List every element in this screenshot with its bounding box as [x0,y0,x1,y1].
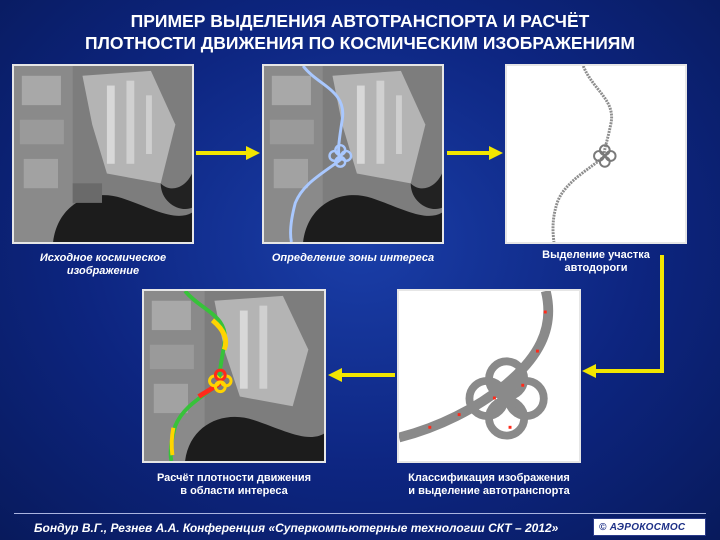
title-line-1: ПРИМЕР ВЫДЕЛЕНИЯ АВТОТРАНСПОРТА И РАСЧЁТ [0,10,720,32]
zone-caption: Определение зоны интереса [255,252,451,265]
original-image-panel [12,64,194,244]
logo-text: © АЭРОКОСМОС [599,522,685,533]
classification-image [399,291,579,461]
zone-satellite-image [264,66,442,242]
original-satellite-image [14,66,192,242]
road-segment-panel [505,64,687,244]
arrow-classification-to-density [328,368,395,382]
density-caption: Расчёт плотности движения в области инте… [136,472,332,498]
arrow-zone-to-road [447,146,503,160]
footer-citation: Бондур В.Г., Резнев А.А. Конференция «Су… [34,521,558,535]
road-segment-image [507,66,685,242]
arrow-original-to-zone [196,146,260,160]
aerokosmos-logo: © АЭРОКОСМОС [593,518,706,536]
zone-of-interest-panel [262,64,444,244]
original-caption: Исходное космическое изображение [0,252,206,278]
classification-panel [397,289,581,463]
title-line-2: ПЛОТНОСТИ ДВИЖЕНИЯ ПО КОСМИЧЕСКИМ ИЗОБРА… [0,32,720,54]
road-caption: Выделение участка автодороги [500,249,692,275]
footer-divider [14,513,706,514]
density-satellite-image [144,291,324,461]
classification-caption: Классификация изображения и выделение ав… [391,472,587,498]
density-panel [142,289,326,463]
page-title: ПРИМЕР ВЫДЕЛЕНИЯ АВТОТРАНСПОРТА И РАСЧЁТ… [0,10,720,54]
